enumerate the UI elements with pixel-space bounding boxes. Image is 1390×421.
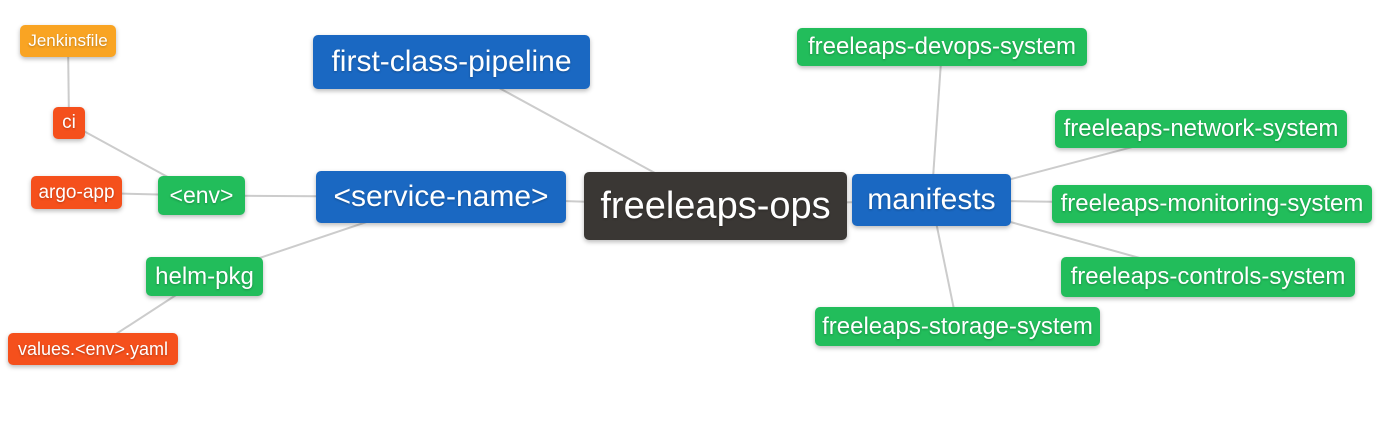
node-ci[interactable]: ci <box>53 107 85 139</box>
node-label: manifests <box>867 183 996 216</box>
node-label: Jenkinsfile <box>28 31 108 50</box>
node-argo-app[interactable]: argo-app <box>31 176 122 209</box>
node-controls-system[interactable]: freeleaps-controls-system <box>1061 257 1355 297</box>
node-storage-system[interactable]: freeleaps-storage-system <box>815 307 1100 346</box>
node-helm-pkg[interactable]: helm-pkg <box>146 257 263 296</box>
node-label: freeleaps-devops-system <box>807 33 1077 60</box>
node-label: freeleaps-storage-system <box>822 312 1093 340</box>
node-label: helm-pkg <box>155 262 254 290</box>
node-label: argo-app <box>38 181 115 203</box>
node-network-system[interactable]: freeleaps-network-system <box>1055 110 1347 148</box>
node-label: <service-name> <box>333 180 549 213</box>
node-service-name[interactable]: <service-name> <box>316 171 566 223</box>
node-label: freeleaps-monitoring-system <box>1060 190 1364 217</box>
node-label: freeleaps-controls-system <box>1070 263 1346 290</box>
node-label: first-class-pipeline <box>331 45 572 78</box>
node-monitoring-system[interactable]: freeleaps-monitoring-system <box>1052 185 1372 223</box>
node-values-env-yaml[interactable]: values.<env>.yaml <box>8 333 178 365</box>
node-devops-system[interactable]: freeleaps-devops-system <box>797 28 1087 66</box>
node-label: values.<env>.yaml <box>17 338 169 359</box>
node-manifests[interactable]: manifests <box>852 174 1011 226</box>
node-first-class-pipeline[interactable]: first-class-pipeline <box>313 35 590 89</box>
node-label: <env> <box>169 182 234 208</box>
node-label: freeleaps-ops <box>600 184 831 227</box>
node-jenkinsfile[interactable]: Jenkinsfile <box>20 25 116 57</box>
node-freeleaps-ops[interactable]: freeleaps-ops <box>584 172 847 240</box>
node-env[interactable]: <env> <box>158 176 245 215</box>
node-label: freeleaps-network-system <box>1063 115 1339 142</box>
node-label: ci <box>62 112 76 133</box>
